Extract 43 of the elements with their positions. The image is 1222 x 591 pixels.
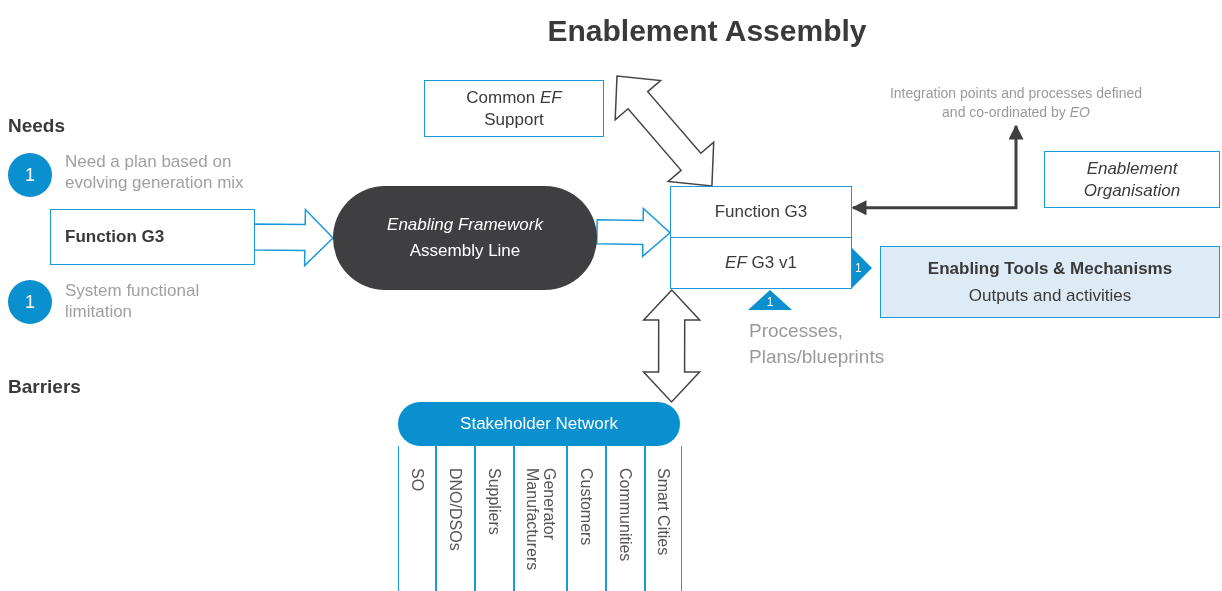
section-heading: Barriers [8,375,81,399]
support-box [424,80,604,137]
node-text: Function G3 [65,226,165,248]
column-text: Generator Manufacturers [523,468,558,573]
stakeholder-column [606,446,645,591]
node-text: EF G3 v1 [725,252,797,274]
block-arrow [641,288,702,404]
node-text: Enabling Framework Assembly Line [386,214,545,262]
diagram-title: Enablement Assembly [546,13,868,49]
stakeholder-column [567,446,606,591]
column-text: Customers [578,468,595,546]
node-text: Common EF Support [465,86,564,131]
block-arrow [253,207,335,268]
block-arrow [596,206,672,259]
node-text: Integration points and processes defined and co-ordinated by EO [888,84,1144,122]
column-text: Suppliers [486,468,503,535]
need-text: Need a plan based on evolving generation mix [65,151,245,193]
node-text: Outputs and activities [968,285,1132,307]
annotation-text: Processes, Plans/blueprints [749,319,886,369]
number-triangle: 1 [852,248,872,288]
stakeholder-column [436,446,475,591]
node-text: Enablement Organisation [1082,157,1182,202]
column-text: DNO/DSOs [447,468,464,551]
network-header: Stakeholder Network [398,402,680,446]
stakeholder-column [645,446,682,591]
version-box [670,237,852,289]
node-text: Enabling Tools & Mechanisms [927,258,1173,280]
function-box [670,186,852,238]
organisation-box [1044,151,1220,208]
section-heading: Needs [8,114,66,138]
function-box [50,209,255,265]
block-arrow [614,75,715,187]
column-text: Smart Cities [655,468,672,556]
stakeholder-column [475,446,514,591]
node-text: Function G3 [714,201,808,223]
need-text: System functional limitation [65,280,201,322]
number-triangle: 1 [748,290,792,310]
column-text: Communities [617,468,634,562]
tools-box [880,246,1220,318]
column-text: SO [408,468,426,492]
stakeholder-column [398,446,436,591]
stakeholder-column [514,446,567,591]
elbow-arrow [851,124,1024,216]
